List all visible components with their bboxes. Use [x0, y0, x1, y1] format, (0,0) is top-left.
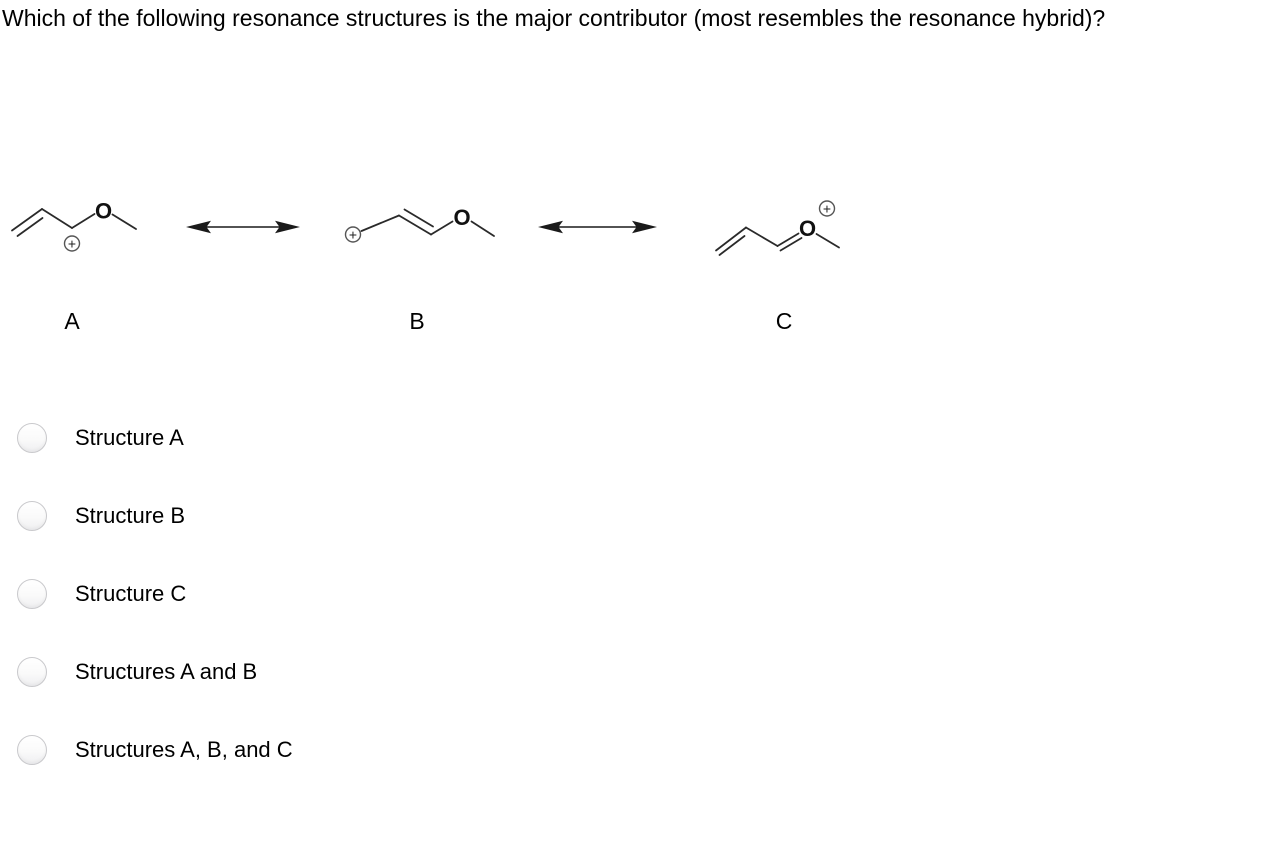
radio-button[interactable]	[17, 579, 47, 609]
structure-b-label: B	[409, 308, 424, 334]
plus-charge-symbol: +	[349, 227, 357, 243]
resonance-arrow-1	[186, 220, 300, 234]
structure-c-drawing: O + C	[715, 200, 840, 334]
option-label[interactable]: Structures A, B, and C	[75, 737, 293, 762]
single-bond	[360, 214, 400, 232]
oxygen-atom-label: O	[453, 205, 470, 230]
oxygen-atom-label: O	[95, 199, 112, 224]
plus-charge-symbol: +	[68, 236, 76, 252]
option-row-structure-b[interactable]: Structure B	[17, 500, 185, 532]
double-bond-line	[718, 235, 746, 256]
single-bond	[41, 208, 73, 229]
single-bond	[745, 226, 779, 247]
plus-charge-symbol: +	[823, 201, 831, 217]
radio-button[interactable]	[17, 657, 47, 687]
plus-charge-circle	[344, 226, 362, 243]
arrow-head-left	[538, 220, 563, 234]
double-bond-line	[715, 226, 747, 252]
arrow-head-right	[275, 220, 300, 234]
option-row-structure-c[interactable]: Structure C	[17, 578, 186, 610]
single-bond	[111, 213, 137, 230]
arrow-head-left	[186, 220, 211, 234]
plus-charge-circle	[63, 235, 81, 252]
resonance-figure: O + A + O B	[11, 199, 840, 334]
option-label[interactable]: Structure C	[75, 581, 187, 606]
radio-button[interactable]	[17, 735, 47, 765]
radio-button[interactable]	[17, 501, 47, 531]
oxygen-atom-label: O	[799, 216, 816, 241]
option-row-structures-a-and-b[interactable]: Structures A and B	[17, 656, 257, 688]
structure-a-label: A	[64, 308, 80, 334]
arrow-head-right	[632, 220, 657, 234]
single-bond	[470, 220, 495, 237]
option-row-structure-a[interactable]: Structure A	[17, 422, 184, 454]
single-bond	[430, 220, 454, 236]
single-bond	[71, 213, 96, 229]
radio-button[interactable]	[17, 423, 47, 453]
option-label[interactable]: Structure B	[75, 503, 186, 528]
double-bond-line	[403, 208, 434, 228]
double-bond-line	[11, 208, 43, 232]
option-row-structures-a-b-and-c[interactable]: Structures A, B, and C	[17, 734, 293, 766]
option-label[interactable]: Structures A and B	[75, 659, 258, 684]
resonance-arrow-2	[538, 220, 657, 234]
double-bond-line	[779, 237, 803, 252]
question-text: Which of the following resonance structu…	[2, 5, 1106, 31]
structure-a-drawing: O + A	[11, 199, 137, 334]
double-bond-line	[776, 232, 800, 247]
single-bond	[815, 233, 840, 249]
option-label[interactable]: Structure A	[75, 425, 184, 450]
double-bond-line	[398, 214, 432, 236]
structure-c-label: C	[776, 308, 793, 334]
structure-b-drawing: + O B	[344, 205, 495, 334]
double-bond-line	[16, 217, 44, 237]
plus-charge-circle	[818, 200, 836, 217]
